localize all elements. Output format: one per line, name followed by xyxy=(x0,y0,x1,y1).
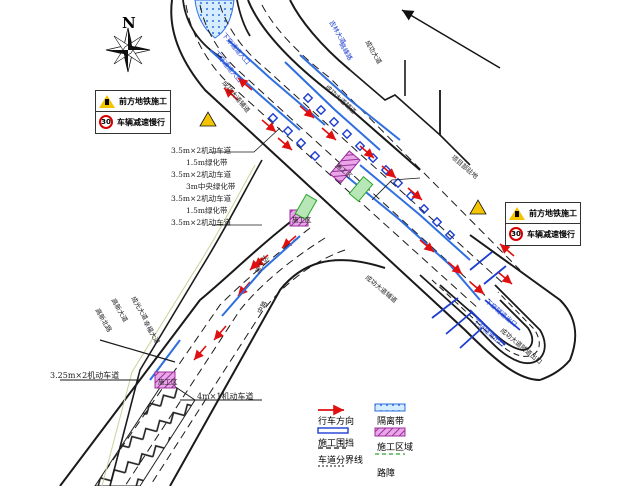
compass xyxy=(105,27,151,73)
green-island-top xyxy=(194,0,235,39)
lane-left-label: 3.25m×2机动车道 xyxy=(50,371,120,380)
green-zones xyxy=(294,176,374,221)
sign-warning-text: 前方地铁施工 xyxy=(119,96,167,106)
lane-config-item: 3.5m×2机动车道 xyxy=(171,218,232,227)
speed-limit-icon: 30 xyxy=(99,115,113,129)
left-cross xyxy=(99,339,176,363)
main-road xyxy=(170,0,577,381)
sw-arrows xyxy=(193,281,251,361)
lane-bottom-label: 4m×1机动车道 xyxy=(197,392,254,401)
compass-label: N xyxy=(122,14,136,32)
lane-config-item: 3m中央绿化带 xyxy=(186,182,236,191)
tunnel-loop-dash xyxy=(431,279,540,357)
lane-config-item: 3.5m×2机动车道 xyxy=(171,146,232,155)
warning-triangle-icon xyxy=(99,94,115,108)
direction-arrows xyxy=(223,77,515,295)
warning-sign-right: 前方地铁施工 30 车辆减速慢行 xyxy=(505,202,581,246)
main-lane-lines xyxy=(185,4,521,311)
left-thin-lines xyxy=(101,164,256,486)
work-zone-label: 施工区 xyxy=(292,216,312,224)
legend-direction: 行车方向 xyxy=(318,417,355,427)
legend-lane-line: 车道分界线 xyxy=(318,456,364,466)
legend-barrier: 施工围挡 xyxy=(318,439,355,449)
warning-sign-left: 前方地铁施工 30 车辆减速慢行 xyxy=(95,90,171,134)
sign-warning-text: 前方地铁施工 xyxy=(529,208,577,218)
legend-isolation: 隔离带 xyxy=(377,417,405,427)
leader-lines xyxy=(212,127,421,226)
right-street xyxy=(349,60,471,166)
tunnel-blue-lines xyxy=(431,251,521,349)
legend-symbols xyxy=(317,403,406,467)
work-zone-label: 施工区 xyxy=(158,378,178,386)
roundabout-top xyxy=(182,0,251,59)
speed-limit-icon: 30 xyxy=(509,227,523,241)
left-road xyxy=(109,159,263,486)
warning-triangle-icon xyxy=(509,206,525,220)
lane-config-item: 1.5m绿化带 xyxy=(186,158,228,167)
lane-config-item: 3.5m×2机动车道 xyxy=(171,194,232,203)
caution-signs xyxy=(199,111,487,215)
legend-work-area: 施工区域 xyxy=(377,443,414,453)
work-zone-1 xyxy=(329,150,361,184)
barrier-markers xyxy=(267,92,456,241)
sign-slow-text: 车辆减速慢行 xyxy=(527,229,575,239)
sign-slow-text: 车辆减速慢行 xyxy=(117,117,165,127)
flow-arrow xyxy=(401,9,501,69)
work-zone-3 xyxy=(154,371,176,389)
legend-road: 路障 xyxy=(377,469,396,479)
sw-isolation xyxy=(149,235,301,381)
lane-config-item: 3.5m×2机动车道 xyxy=(171,170,232,179)
lane-config-item: 1.5m绿化带 xyxy=(186,206,228,215)
work-zones xyxy=(154,150,361,389)
